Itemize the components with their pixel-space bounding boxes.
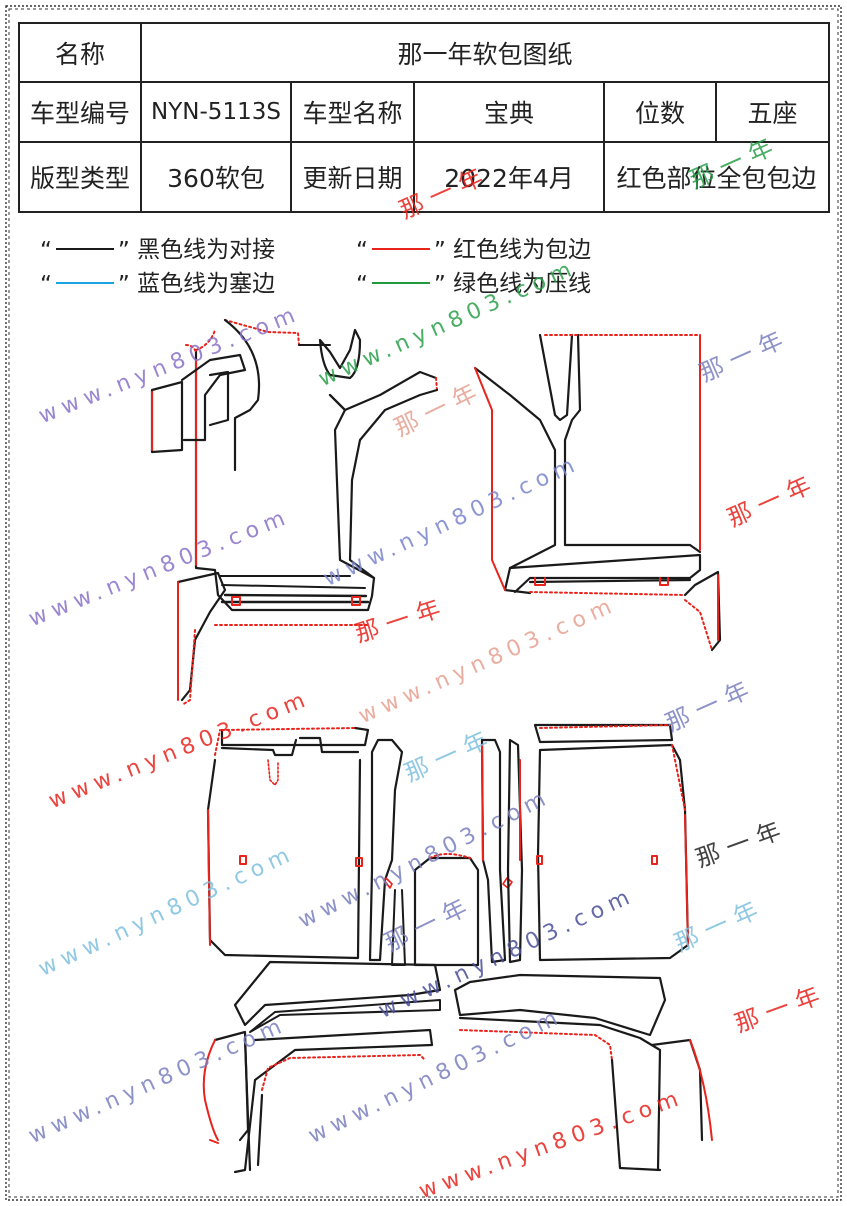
legend-green-label: 绿色线为压线 [453,271,592,297]
date-label: 更新日期 [290,141,415,213]
rear-footwell-left [202,960,442,1174]
legend-blue-label: 蓝色线为塞边 [137,271,276,297]
model-no-label: 车型编号 [18,81,142,143]
legend-red-label: 红色线为包边 [453,237,592,263]
front-right-mat [473,333,722,652]
legend-black: “” 黑色线为对接 [40,237,276,264]
name-value: 那一年软包图纸 [139,22,831,83]
model-name-label: 车型名称 [290,81,415,143]
type-label: 版型类型 [18,141,142,213]
red-line-swatch [371,247,430,250]
rear-footwell-right [209,973,713,1172]
date-value: 2022年4月 [413,141,605,213]
front-center-strip [318,328,362,380]
legend-black-label: 黑色线为对接 [137,237,276,263]
rear-left-mat [206,726,370,960]
model-name-value: 宝典 [413,81,605,143]
note-value: 红色部位全包包边 [602,141,831,213]
black-line-swatch [55,247,114,250]
legend-red: “” 红色线为包边 [356,237,592,264]
front-left-mat [150,318,439,706]
name-label: 名称 [18,22,142,83]
green-line-swatch [371,281,430,284]
legend-green: “” 绿色线为压线 [356,271,592,298]
model-no-value: NYN-5113S [140,81,292,143]
type-value: 360软包 [140,141,292,213]
seats-value: 五座 [714,81,831,143]
rear-right-mat [533,723,690,962]
info-table: 名称 那一年软包图纸 车型编号 NYN-5113S 车型名称 宝典 位数 五座 … [18,22,831,213]
seats-label: 位数 [603,81,717,143]
blue-line-swatch [55,281,114,284]
legend-blue: “” 蓝色线为塞边 [40,271,276,298]
rear-tunnel-right [480,738,524,964]
